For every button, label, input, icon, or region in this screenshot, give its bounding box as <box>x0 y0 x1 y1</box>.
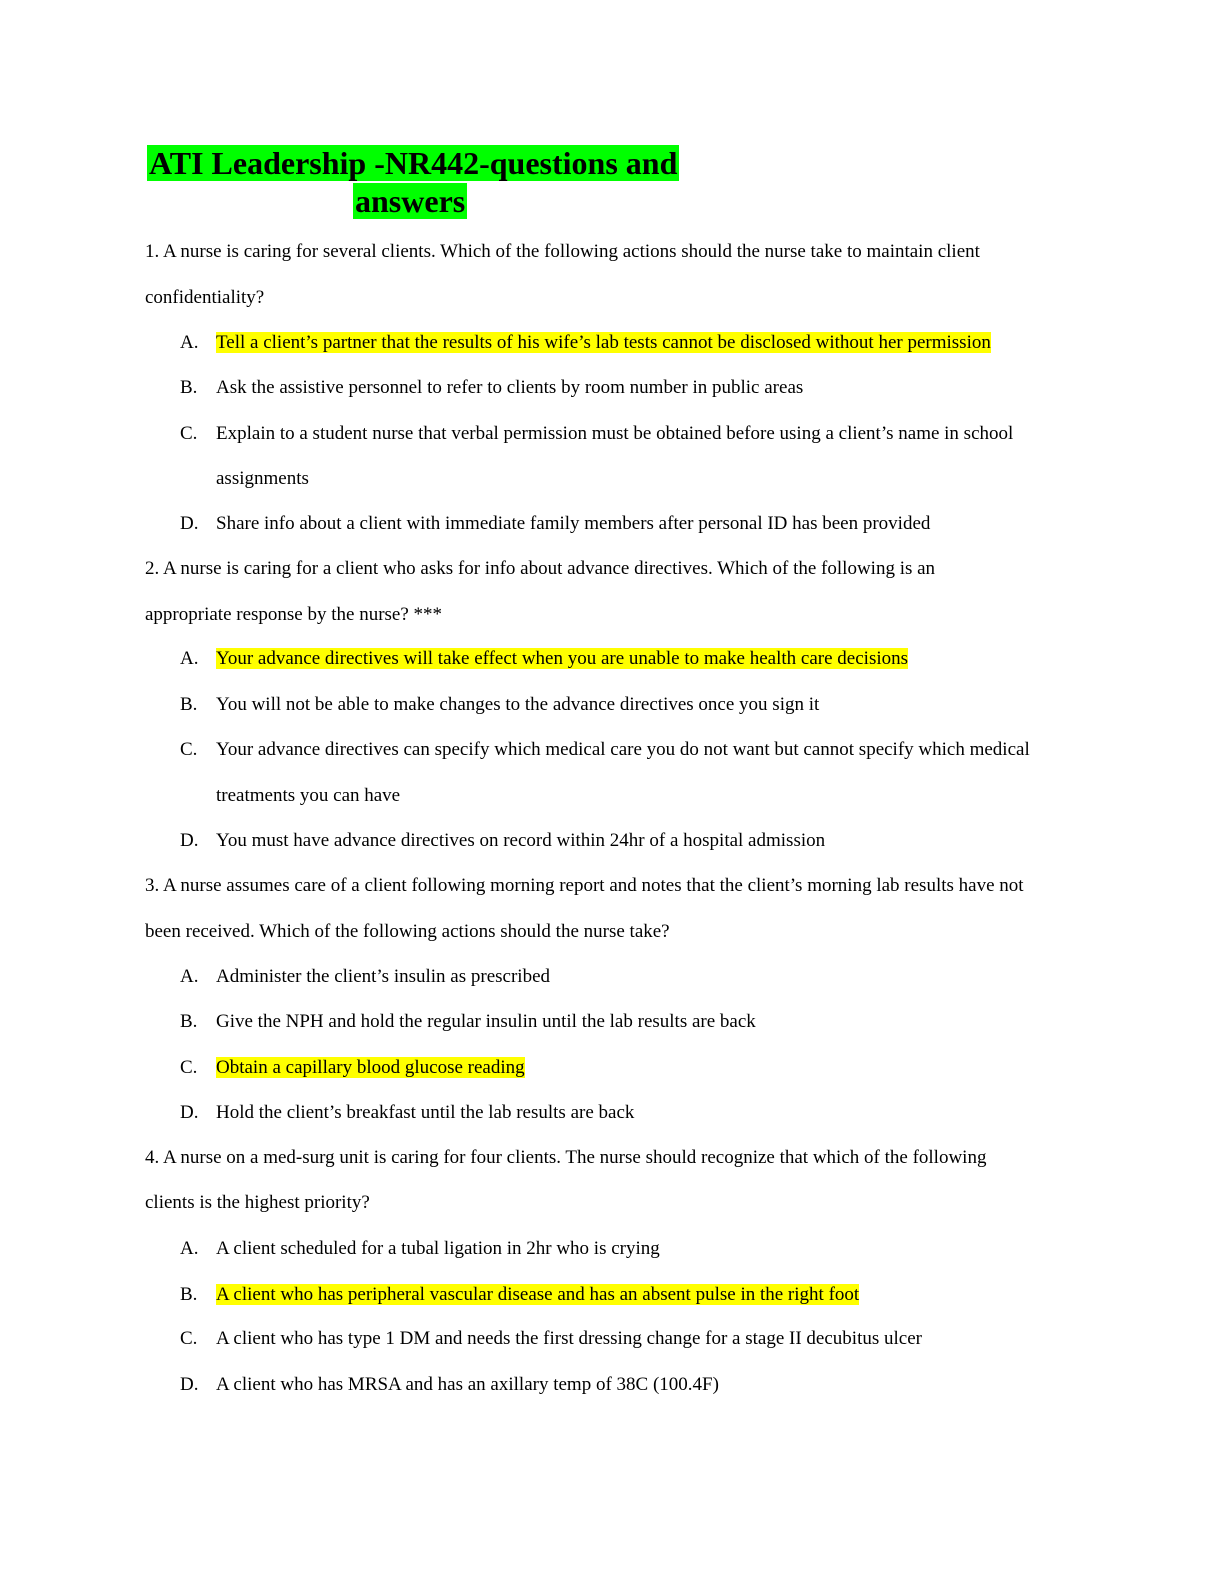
answer-option-continued: treatments you can have <box>216 785 401 806</box>
option-letter: D. <box>180 830 199 851</box>
option-letter: A. <box>180 332 199 353</box>
question-1-continued: confidentiality? <box>145 287 265 308</box>
option-letter: A. <box>180 966 199 987</box>
option-letter: B. <box>180 1284 198 1305</box>
question-text: A nurse is caring for a client who asks … <box>162 558 936 579</box>
option-letter: C. <box>180 1057 198 1078</box>
answer-option: You will not be able to make changes to … <box>216 694 820 715</box>
answer-option: Administer the client’s insulin as presc… <box>216 966 551 987</box>
answer-option: Give the NPH and hold the regular insuli… <box>216 1011 756 1032</box>
answer-highlight: A client who has peripheral vascular dis… <box>216 1284 860 1305</box>
option-letter: B. <box>180 377 198 398</box>
title-highlight: answers <box>353 183 468 219</box>
answer-option: Ask the assistive personnel to refer to … <box>216 377 804 398</box>
option-letter: C. <box>180 739 198 760</box>
question-3-continued: been received. Which of the following ac… <box>145 921 670 942</box>
answer-option-correct: Your advance directives will take effect… <box>216 646 909 672</box>
question-number: 4. <box>145 1147 160 1168</box>
question-text: A nurse assumes care of a client followi… <box>162 875 1024 896</box>
question-4: 4. A nurse on a med-surg unit is caring … <box>145 1145 986 1171</box>
answer-option: Hold the client’s breakfast until the la… <box>216 1102 635 1123</box>
answer-option: A client who has type 1 DM and needs the… <box>216 1328 922 1349</box>
answer-option-correct: Obtain a capillary blood glucose reading <box>216 1055 525 1081</box>
option-letter: B. <box>180 694 198 715</box>
question-4-continued: clients is the highest priority? <box>145 1192 370 1213</box>
answer-option-continued: assignments <box>216 468 309 489</box>
page-title-line-1: ATI Leadership -NR442-questions and <box>147 143 680 183</box>
question-2: 2. A nurse is caring for a client who as… <box>145 556 935 582</box>
question-text: A nurse is caring for several clients. W… <box>162 241 980 262</box>
question-number: 3. <box>145 875 160 896</box>
answer-highlight: Obtain a capillary blood glucose reading <box>216 1057 525 1078</box>
answer-option-correct: A client who has peripheral vascular dis… <box>216 1282 860 1308</box>
option-letter: A. <box>180 1238 199 1259</box>
question-2-continued: appropriate response by the nurse? *** <box>145 604 443 625</box>
question-3: 3. A nurse assumes care of a client foll… <box>145 873 1024 899</box>
answer-option: You must have advance directives on reco… <box>216 830 826 851</box>
option-letter: D. <box>180 1374 199 1395</box>
option-letter: B. <box>180 1011 198 1032</box>
answer-option: Explain to a student nurse that verbal p… <box>216 423 1014 444</box>
page-title-line-2: answers <box>353 181 468 221</box>
option-letter: A. <box>180 648 199 669</box>
option-letter: D. <box>180 1102 199 1123</box>
question-text: A nurse on a med-surg unit is caring for… <box>162 1147 987 1168</box>
answer-option: A client scheduled for a tubal ligation … <box>216 1238 660 1259</box>
question-number: 1. <box>145 241 160 262</box>
answer-option: A client who has MRSA and has an axillar… <box>216 1374 719 1395</box>
answer-option-correct: Tell a client’s partner that the results… <box>216 330 991 356</box>
answer-option: Your advance directives can specify whic… <box>216 739 1030 760</box>
option-letter: C. <box>180 423 198 444</box>
option-letter: C. <box>180 1328 198 1349</box>
option-letter: D. <box>180 513 199 534</box>
question-number: 2. <box>145 558 160 579</box>
answer-option: Share info about a client with immediate… <box>216 513 931 534</box>
title-highlight: ATI Leadership -NR442-questions and <box>147 145 680 181</box>
answer-highlight: Tell a client’s partner that the results… <box>216 332 991 353</box>
question-1: 1. A nurse is caring for several clients… <box>145 239 980 265</box>
answer-highlight: Your advance directives will take effect… <box>216 648 909 669</box>
